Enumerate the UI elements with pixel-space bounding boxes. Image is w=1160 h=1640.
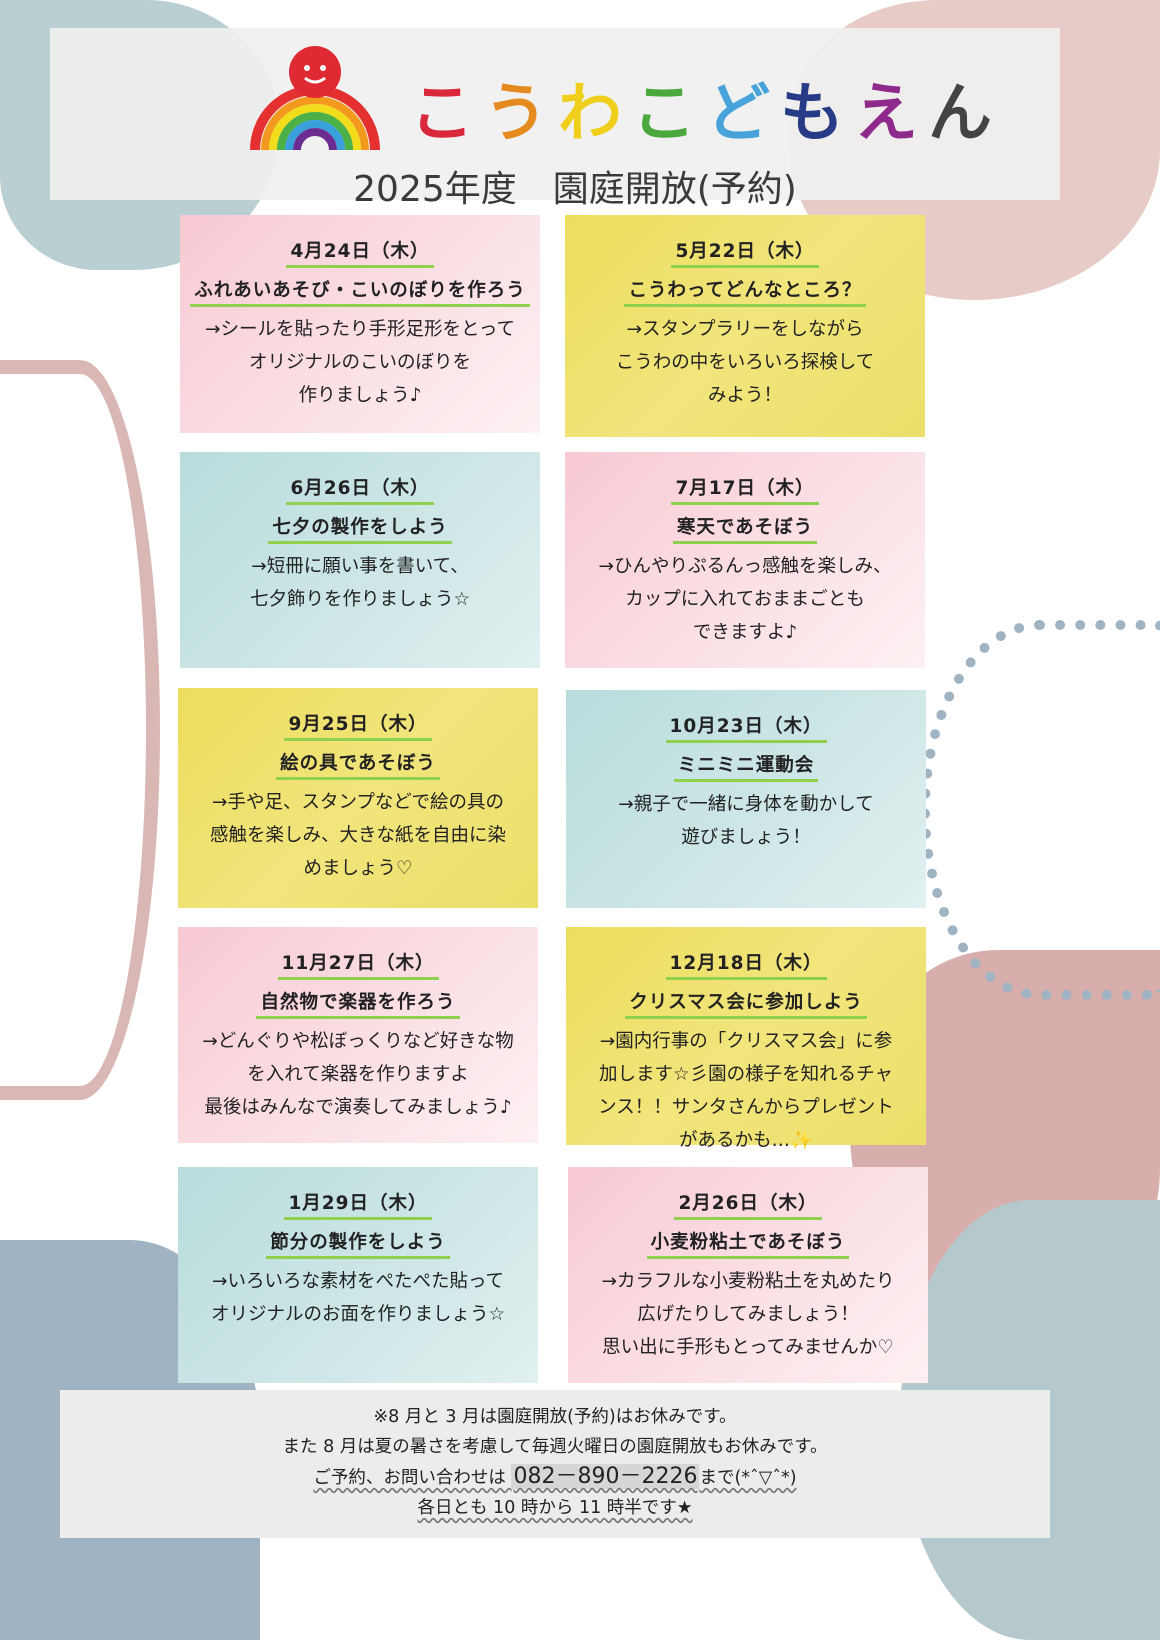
phone-number[interactable]: 082－890－2226 xyxy=(511,1464,700,1489)
event-description-line: カップに入れておままごとも xyxy=(625,589,865,610)
event-title: ふれあいあそび・こいのぼりを作ろう xyxy=(190,278,530,307)
event-description-line: があるかも…✨ xyxy=(678,1130,814,1151)
brand-char: わ xyxy=(558,77,632,151)
bg-arc-dots-right xyxy=(920,620,1160,1000)
event-description-line: 加します☆彡園の様子を知れるチャ xyxy=(599,1064,893,1085)
brand-char: も xyxy=(780,77,854,151)
event-description-line: できますよ♪ xyxy=(692,622,798,643)
event-date: 2月26日（木） xyxy=(674,1191,822,1220)
event-card: 9月25日（木） 絵の具であそぼう →手や足、スタンプなどで絵の具の感触を楽しみ、大… xyxy=(178,688,538,908)
event-title: 節分の製作をしよう xyxy=(266,1230,450,1259)
event-title: 小麦粉粘土であそぼう xyxy=(646,1230,850,1259)
event-card: 5月22日（木） こうわってどんなところ？ →スタンプラリーをしながらこうわの中をい… xyxy=(565,215,925,437)
kindergarten-logo xyxy=(250,46,380,151)
event-date: 5月22日（木） xyxy=(671,239,819,268)
event-date: 4月24日（木） xyxy=(286,239,434,268)
event-description-line: オリジナルのお面を作りましょう☆ xyxy=(210,1304,506,1325)
event-date: 12月18日（木） xyxy=(665,951,827,980)
event-description-line: →ひんやりぷるんっ感触を楽しみ、 xyxy=(598,556,892,577)
header-banner xyxy=(50,28,1060,200)
bg-arc-left xyxy=(0,360,160,1100)
event-date: 9月25日（木） xyxy=(284,712,432,741)
brand-char: う xyxy=(484,77,558,151)
brand-char: こ xyxy=(410,77,484,151)
footer-hours: 各日とも 10 時から 11 時半です★ xyxy=(417,1498,693,1518)
contact-prefix: ご予約、お問い合わせは xyxy=(313,1468,512,1488)
event-card: 11月27日（木） 自然物で楽器を作ろう →どんぐりや松ぼっくりなど好きな物を入れて… xyxy=(178,927,538,1143)
event-description-line: を入れて楽器を作りますよ xyxy=(247,1064,469,1085)
event-date: 1月29日（木） xyxy=(284,1191,432,1220)
event-date: 11月27日（木） xyxy=(277,951,439,980)
event-description-line: 思い出に手形もとってみませんか♡ xyxy=(602,1337,894,1358)
event-card: 7月17日（木） 寒天であそぼう →ひんやりぷるんっ感触を楽しみ、カップに入れておま… xyxy=(565,452,925,668)
event-description-line: 最後はみんなで演奏してみましょう♪ xyxy=(204,1097,512,1118)
event-description-line: ンス！！サンタさんからプレゼント xyxy=(598,1097,894,1118)
event-description-line: オリジナルのこいのぼりを xyxy=(248,352,471,373)
event-description-line: →スタンプラリーをしながら xyxy=(626,319,864,340)
event-card: 10月23日（木） ミニミニ運動会 →親子で一緒に身体を動かして遊びましょう！ xyxy=(566,690,926,908)
event-description-line: 広げたりしてみましょう！ xyxy=(637,1304,859,1325)
event-description-line: →手や足、スタンプなどで絵の具の xyxy=(211,792,505,813)
brand-char: こ xyxy=(632,77,706,151)
event-title: クリスマス会に参加しよう xyxy=(625,990,867,1019)
event-date: 7月17日（木） xyxy=(671,476,819,505)
event-card: 2月26日（木） 小麦粉粘土であそぼう →カラフルな小麦粉粘土を丸めたり広げたりして… xyxy=(568,1167,928,1383)
event-description-line: こうわの中をいろいろ探検して xyxy=(615,352,875,373)
event-description-line: めましょう♡ xyxy=(303,858,413,879)
event-card: 12月18日（木） クリスマス会に参加しよう →園内行事の「クリスマス会」に参加しま… xyxy=(566,927,926,1151)
event-date: 6月26日（木） xyxy=(286,476,434,505)
event-title: 七夕の製作をしよう xyxy=(268,515,452,544)
event-description-line: 七夕飾りを作りましょう☆ xyxy=(249,589,471,610)
brand-char: ど xyxy=(706,77,780,151)
event-description-line: 遊びましょう！ xyxy=(681,827,811,848)
event-title: 寒天であそぼう xyxy=(672,515,818,544)
event-title: こうわってどんなところ？ xyxy=(624,278,866,307)
event-card: 4月24日（木） ふれあいあそび・こいのぼりを作ろう →シールを貼ったり手形足形をと… xyxy=(180,215,540,433)
event-card: 1月29日（木） 節分の製作をしよう →いろいろな素材をぺたぺた貼ってオリジナルのお… xyxy=(178,1167,538,1383)
event-title: 自然物で楽器を作ろう xyxy=(256,990,460,1019)
event-title: 絵の具であそぼう xyxy=(276,751,440,780)
event-description-line: →シールを貼ったり手形足形をとって xyxy=(204,319,516,340)
event-description-line: →カラフルな小麦粉粘土を丸めたり xyxy=(601,1271,895,1292)
event-description-line: 作りましょう♪ xyxy=(298,385,422,406)
event-description-line: →どんぐりや松ぼっくりなど好きな物 xyxy=(202,1031,514,1052)
event-description-line: →園内行事の「クリスマス会」に参 xyxy=(599,1031,893,1052)
event-description-line: →短冊に願い事を書いて、 xyxy=(251,556,469,577)
event-description-line: 感触を楽しみ、大きな紙を自由に染 xyxy=(209,825,506,846)
page-title: 2025年度 園庭開放(予約) xyxy=(353,169,797,210)
event-description-line: みよう！ xyxy=(707,385,782,406)
brand-name: こうわこどもえん xyxy=(410,62,1002,154)
footer-august-note: また 8 月は夏の暑さを考慮して毎週火曜日の園庭開放もお休みです。 xyxy=(282,1437,828,1457)
footer-closure-note: ※8 月と 3 月は園庭開放(予約)はお休みです。 xyxy=(373,1407,737,1427)
contact-suffix: まで(*ˆ▽ˆ*) xyxy=(699,1468,797,1488)
event-card: 6月26日（木） 七夕の製作をしよう →短冊に願い事を書いて、七夕飾りを作りましょう… xyxy=(180,452,540,668)
brand-char: え xyxy=(854,77,928,151)
event-title: ミニミニ運動会 xyxy=(673,753,819,782)
event-description-line: →親子で一緒に身体を動かして xyxy=(618,794,874,815)
brand-char: ん xyxy=(928,77,1002,151)
event-description-line: →いろいろな素材をぺたぺた貼って xyxy=(211,1271,505,1292)
footer-notice: ※8 月と 3 月は園庭開放(予約)はお休みです。 また 8 月は夏の暑さを考慮… xyxy=(60,1390,1050,1538)
event-date: 10月23日（木） xyxy=(665,714,827,743)
